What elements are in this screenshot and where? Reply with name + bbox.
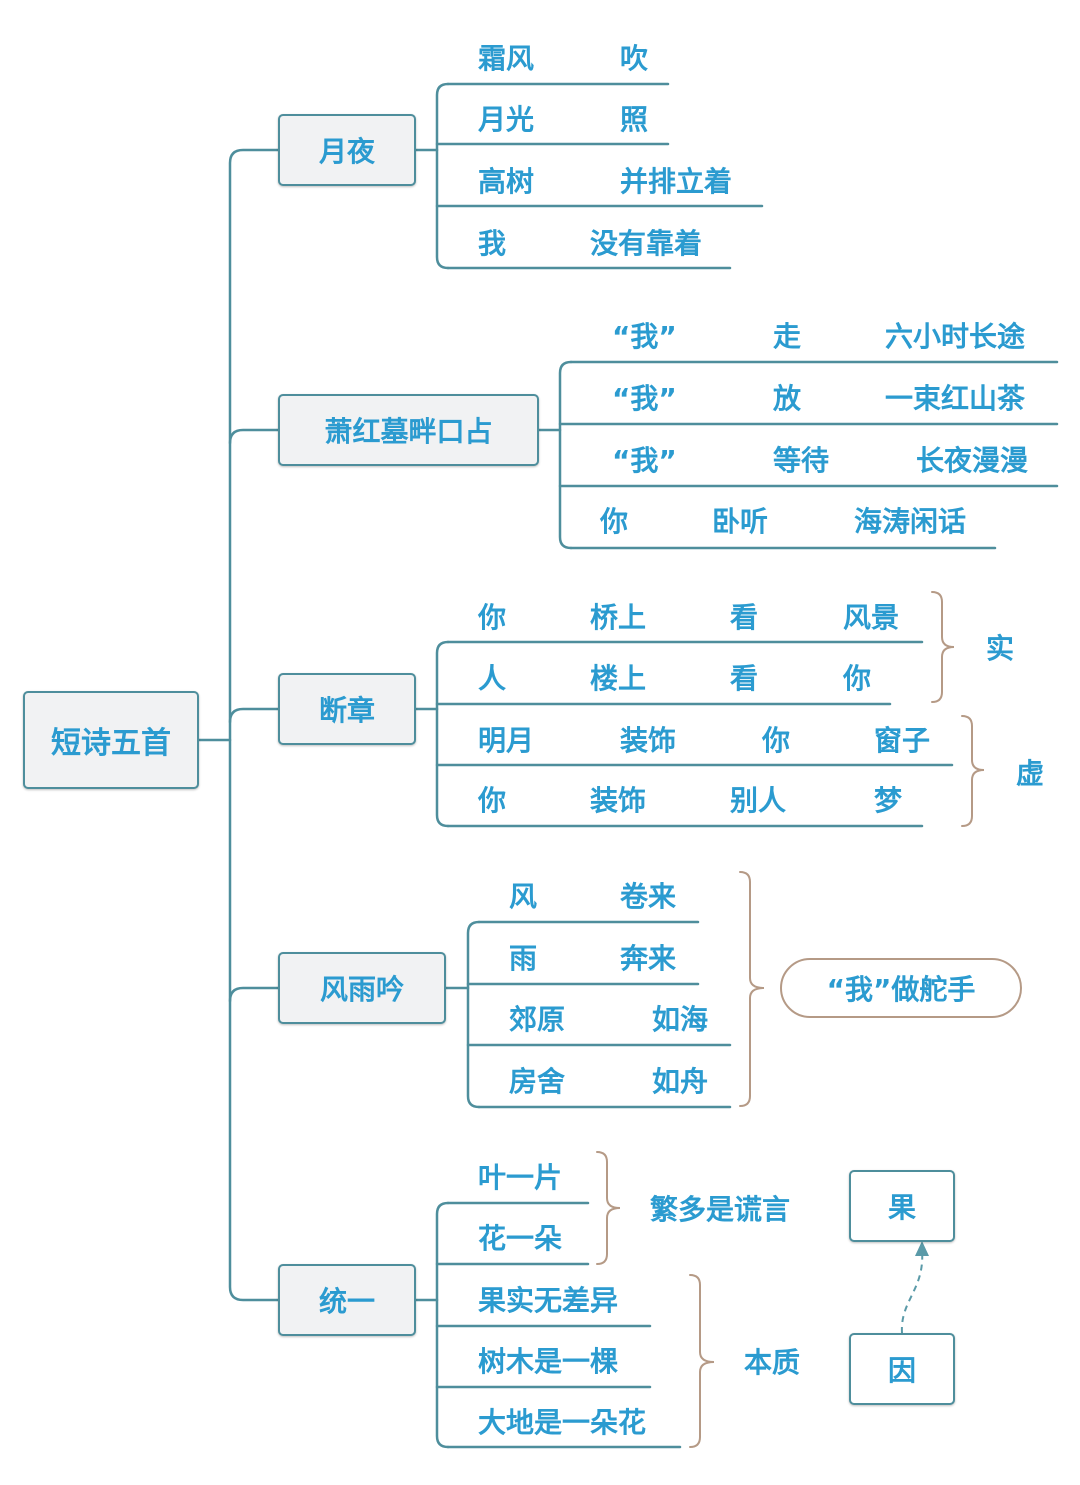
fengyuyin-row2-b: 奔来 — [620, 942, 677, 975]
xiaohong-row4-a: 你 — [600, 505, 629, 538]
duanzhang-row3-a: 明月 — [478, 724, 535, 757]
yueye-row4-b: 没有靠着 — [590, 227, 703, 260]
yueye-row1-a: 霜风 — [478, 42, 535, 75]
duanzhang-bracket — [435, 640, 450, 828]
tongyi-row4: 树木是一棵 — [478, 1345, 619, 1378]
yueye-row3-a: 高树 — [478, 165, 535, 198]
duanzhang-row2-c: 看 — [730, 662, 759, 695]
xiaohong-row4-c: 海涛闲话 — [854, 505, 967, 538]
duanzhang-row1-b: 桥上 — [590, 601, 647, 634]
tongyi-row5: 大地是一朵花 — [478, 1406, 647, 1439]
fengyuyin-row4-a: 房舍 — [509, 1065, 566, 1098]
xiaohong-row4-b: 卧听 — [712, 505, 769, 538]
xiaohong-row2-c: 一束红山茶 — [885, 382, 1026, 415]
essence-label: 本质 — [744, 1346, 801, 1379]
fengyuyin-row2-a: 雨 — [509, 942, 538, 975]
duanzhang-row2-d: 你 — [843, 662, 872, 695]
fengyuyin-row1-a: 风 — [509, 880, 538, 913]
tongyi-row3: 果实无差异 — [478, 1284, 619, 1317]
trunk-branch-2 — [228, 428, 280, 445]
yueye-row2-a: 月光 — [478, 103, 535, 136]
virtual-label: 虚 — [1016, 757, 1045, 790]
trunk-branch-4 — [228, 986, 280, 1003]
effect-box: 果 — [849, 1170, 955, 1242]
branch-fengyuyin: 风雨吟 — [278, 952, 446, 1024]
yueye-row1-b: 吹 — [620, 42, 649, 75]
fengyuyin-row3-a: 郊原 — [509, 1003, 566, 1036]
trunk-branch-3 — [228, 707, 280, 724]
brace-essence — [689, 1274, 715, 1448]
fengyuyin-bracket — [466, 920, 481, 1109]
xiaohong-row1-a: “我” — [612, 320, 677, 353]
yueye-row2-b: 照 — [620, 103, 649, 136]
yueye-row3-b: 并排立着 — [620, 165, 733, 198]
duanzhang-row4-d: 梦 — [874, 784, 903, 817]
xiaohong-row3-c: 长夜漫漫 — [916, 444, 1029, 477]
duanzhang-row3-c: 你 — [762, 724, 791, 757]
duanzhang-row3-b: 装饰 — [620, 724, 677, 757]
xiaohong-bracket — [558, 360, 573, 550]
cause-box: 因 — [849, 1333, 955, 1405]
duanzhang-row1-d: 风景 — [843, 601, 900, 634]
duanzhang-row3-d: 窗子 — [874, 724, 931, 757]
brace-lies — [596, 1151, 621, 1265]
duanzhang-row1-c: 看 — [730, 601, 759, 634]
fengyuyin-row4-b: 如舟 — [652, 1065, 709, 1098]
duanzhang-row1-a: 你 — [478, 601, 507, 634]
branch-duanzhang: 断章 — [278, 673, 416, 745]
branch-xiaohong: 萧红墓畔口占 — [278, 394, 539, 466]
duanzhang-row4-c: 别人 — [730, 784, 787, 817]
duanzhang-row4-b: 装饰 — [590, 784, 647, 817]
root-node: 短诗五首 — [23, 691, 199, 789]
cause-effect-arrow — [900, 1249, 924, 1334]
fengyuyin-row3-b: 如海 — [652, 1003, 709, 1036]
duanzhang-row4-a: 你 — [478, 784, 507, 817]
xiaohong-row3-b: 等待 — [773, 444, 830, 477]
xiaohong-row2-a: “我” — [612, 382, 677, 415]
brace-fengyuyin — [739, 871, 765, 1107]
fengyuyin-row1-b: 卷来 — [620, 880, 677, 913]
brace-virtual — [961, 715, 985, 827]
xiaohong-row2-b: 放 — [773, 382, 802, 415]
lies-label: 繁多是谎言 — [650, 1193, 791, 1226]
tongyi-row2: 花一朵 — [478, 1222, 563, 1255]
helmsman-summary: “我”做舵手 — [780, 958, 1022, 1018]
arrow-head — [915, 1241, 929, 1256]
yueye-row4-a: 我 — [478, 227, 507, 260]
xiaohong-row1-c: 六小时长途 — [885, 320, 1026, 353]
brace-real — [931, 591, 955, 703]
xiaohong-row1-b: 走 — [773, 320, 802, 353]
duanzhang-row2-a: 人 — [478, 662, 507, 695]
duanzhang-row2-b: 楼上 — [590, 662, 647, 695]
trunk-line — [228, 148, 280, 1302]
yueye-bracket — [435, 82, 450, 270]
branch-yueye: 月夜 — [278, 114, 416, 186]
branch-tongyi: 统一 — [278, 1264, 416, 1336]
tongyi-row1: 叶一片 — [478, 1161, 563, 1194]
xiaohong-row3-a: “我” — [612, 444, 677, 477]
real-label: 实 — [986, 632, 1015, 665]
